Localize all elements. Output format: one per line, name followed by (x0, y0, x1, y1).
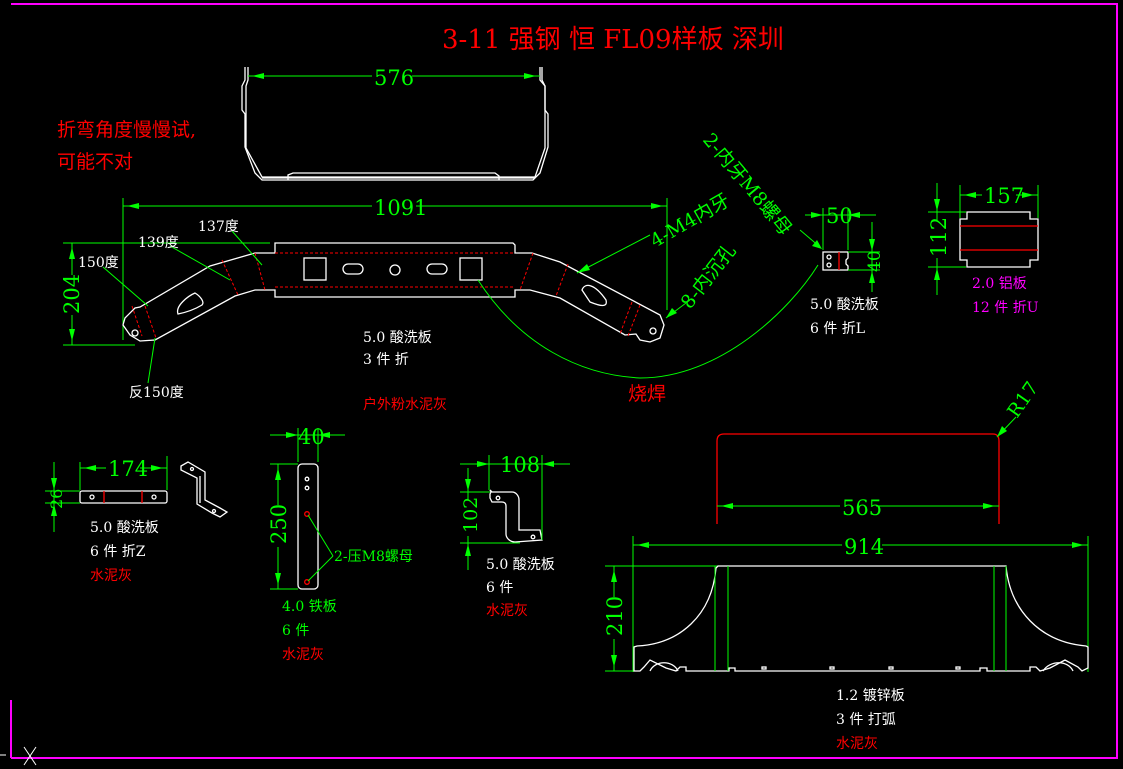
drawing-title: 3-11 强钢 恒 FL09样板 深圳 (442, 25, 784, 55)
drawing-frame (11, 3, 1118, 759)
dim-r17: R17 (1003, 378, 1043, 422)
dim-157: 157 (984, 184, 1024, 208)
part-u-plate[interactable]: 157 112 2.0 铝板 12 件 折U (926, 183, 1039, 316)
dim-40-l: 40 (865, 250, 885, 272)
dim-40-strip: 40 (298, 425, 325, 449)
iron-strip-spec-qty: 6 件 (282, 623, 309, 639)
u-plate-spec-qty: 12 件 折U (972, 300, 1039, 316)
main-bar-finish: 户外粉水泥灰 (363, 396, 447, 413)
iron-strip-nut-callout: 2-压M8螺母 (334, 549, 413, 565)
z-bracket-spec-material: 5.0 酸洗板 (90, 520, 159, 536)
arc-panel-finish: 水泥灰 (836, 736, 878, 752)
l-bracket-spec-material: 5.0 酸洗板 (810, 297, 879, 313)
s-bracket-spec-qty: 6 件 (486, 580, 513, 596)
part-arc-panel-flat[interactable]: 914 210 1.2 镀锌板 3 件 打弧 水泥灰 (603, 535, 1089, 752)
dim-112: 112 (927, 217, 951, 257)
bend-warning-note-line1: 折弯角度慢慢试, (57, 119, 196, 141)
dim-250: 250 (267, 504, 291, 544)
ucs-x-icon (0, 746, 37, 766)
angle-150: 150度 (78, 255, 119, 271)
angle-reverse-150: 反150度 (129, 385, 184, 401)
dim-565: 565 (842, 496, 882, 520)
s-bracket-spec-material: 5.0 酸洗板 (486, 557, 555, 573)
dim-914: 914 (844, 535, 884, 559)
arc-panel-spec-material: 1.2 镀锌板 (836, 687, 905, 704)
dim-1091: 1091 (374, 196, 427, 220)
part-main-bar[interactable]: 1091 204 150度 139度 (60, 129, 822, 413)
dim-50: 50 (826, 204, 853, 228)
part-top-channel[interactable]: 576 (241, 64, 549, 181)
arc-panel-spec-qty: 3 件 打弧 (836, 711, 896, 728)
weld-note: 烧焊 (628, 383, 666, 405)
main-bar-spec-qty: 3 件 折 (363, 352, 409, 368)
z-bracket-spec-qty: 6 件 折Z (90, 544, 146, 560)
part-z-bracket[interactable]: 174 26 5.0 酸洗板 6 件 折Z 水泥灰 (45, 456, 229, 584)
dim-26: 26 (47, 489, 66, 509)
dim-102: 102 (460, 497, 482, 533)
part-s-bracket[interactable]: 108 102 5.0 酸洗板 6 件 水泥灰 (457, 453, 570, 619)
dim-210: 210 (603, 596, 627, 636)
part-l-bracket[interactable]: 50 40 5.0 酸洗板 6 件 折L (805, 204, 885, 337)
callout-2-m8-nut: 2-内牙M8螺母 (698, 129, 796, 240)
bend-warning-note-line2: 可能不对 (57, 151, 133, 173)
u-plate-spec-material: 2.0 铝板 (972, 276, 1027, 292)
part-iron-strip[interactable]: 40 250 2-压M8螺母 4.0 铁板 6 件 水泥灰 (267, 425, 413, 663)
dim-108: 108 (500, 453, 540, 477)
angle-139: 139度 (138, 235, 179, 251)
part-arc-panel-top[interactable]: 565 R17 (716, 378, 1043, 524)
main-bar-spec-material: 5.0 酸洗板 (363, 330, 432, 346)
l-bracket-spec-qty: 6 件 折L (810, 321, 865, 337)
dim-204: 204 (60, 274, 84, 314)
dim-576: 576 (374, 66, 414, 90)
callout-8-sink: 8-内沉孔 (677, 240, 741, 313)
dim-174: 174 (108, 457, 148, 481)
angle-137: 137度 (198, 219, 239, 235)
iron-strip-finish: 水泥灰 (282, 647, 324, 663)
s-bracket-finish: 水泥灰 (486, 603, 528, 619)
iron-strip-spec-material: 4.0 铁板 (282, 599, 337, 615)
z-bracket-finish: 水泥灰 (90, 568, 132, 584)
z-bracket-iso-view (180, 461, 229, 518)
